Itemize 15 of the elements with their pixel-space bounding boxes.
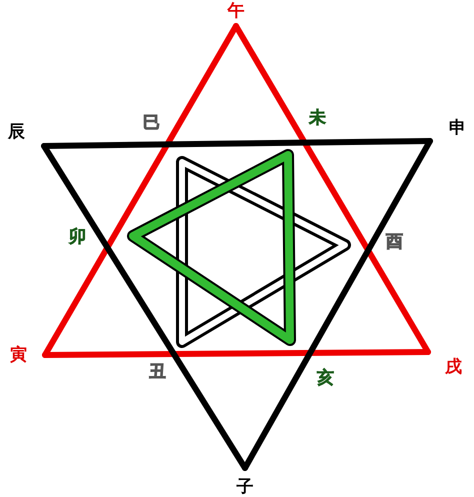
branch-label: 丑 — [149, 364, 166, 381]
vertex-label: 寅 — [10, 346, 27, 364]
triangle-side — [242, 138, 433, 471]
branch-label: 卯 — [69, 229, 86, 246]
branch-label: 未 — [309, 110, 326, 127]
vertex-label: 申 — [449, 120, 466, 137]
vertex-label: 戌 — [445, 359, 462, 376]
vertex-label: 辰 — [8, 124, 25, 141]
vertex-label: 子 — [236, 479, 254, 496]
branch-label: 巳 — [143, 115, 160, 132]
triangle-side — [233, 23, 431, 355]
branch-label: 酉 — [386, 234, 403, 251]
triangle-side — [41, 143, 248, 471]
branch-label: 亥 — [317, 370, 334, 387]
vertex-label: 午 — [228, 3, 244, 20]
